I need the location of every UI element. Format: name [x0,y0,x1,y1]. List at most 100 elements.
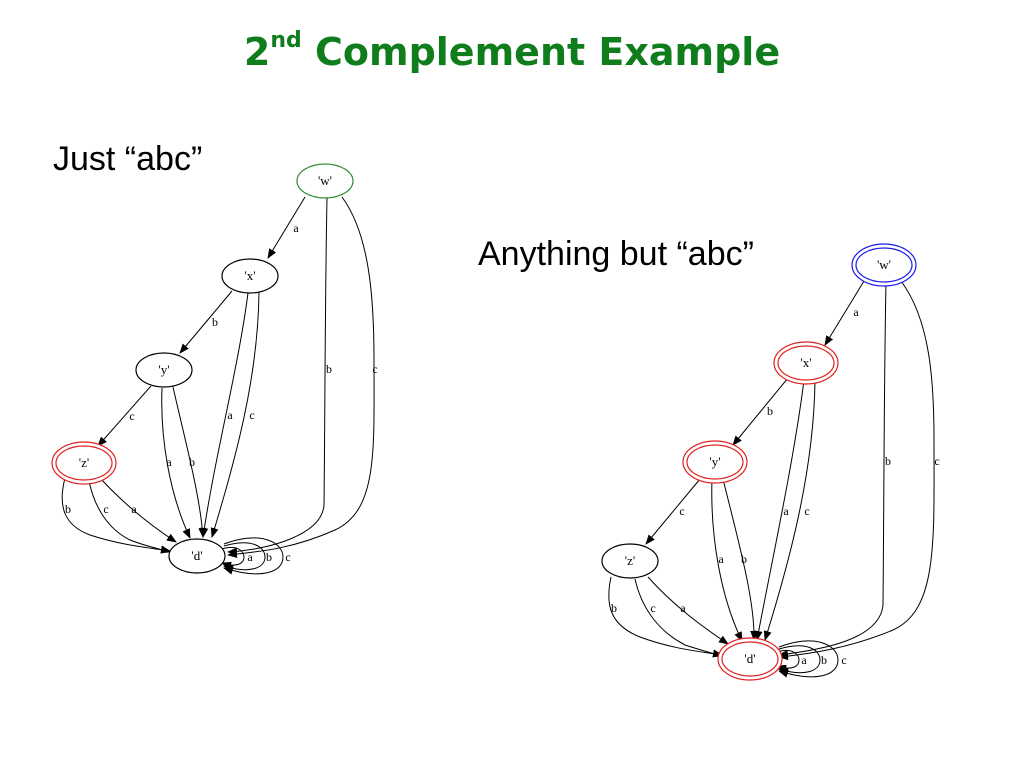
state-outline-y [682,440,748,484]
edge-label-x-d-a: a [227,408,233,422]
edge-label-w-x-a: a [853,305,859,319]
edge-z-to-d-b [608,576,723,658]
edge-x-to-d-c [763,379,816,641]
edge-z-to-d-c [88,480,171,554]
state-label-y: 'y' [158,362,169,377]
edge-label-w-d-b: b [885,454,891,468]
edge-d-to-d-b [223,542,266,573]
edge-label-d-d-a: a [801,653,807,667]
state-inner-ring-y [686,444,744,480]
state-label-z: 'z' [79,455,89,470]
edge-label-x-d-a: a [783,504,789,518]
state-inner-ring-x [777,345,835,381]
edge-label-d-d-b: b [266,550,272,564]
state-outline-w [296,163,354,199]
state-inner-ring-d [721,641,779,677]
edge-z-to-d-a [647,576,729,645]
state-label-d: 'd' [191,548,202,563]
edge-x-to-y-b [732,377,789,446]
edge-label-z-d-a: a [680,601,686,615]
edge-label-y-d-a: a [718,552,724,566]
state-inner-ring-z [55,445,113,481]
state-node-z: 'z' [601,543,659,579]
edge-label-z-d-c: c [650,601,655,615]
title-text: Complement Example [301,30,781,74]
edge-label-w-d-c: c [934,454,939,468]
edge-label-z-d-a: a [131,502,137,516]
edge-w-to-d-b [778,281,887,658]
edge-label-d-d-c: c [285,550,290,564]
edge-label-d-d-a: a [247,550,253,564]
edge-d-to-d-c [778,640,839,678]
edge-label-y-z-c: c [679,504,684,518]
edge-y-to-z-c [645,478,701,545]
edge-w-to-x-a [824,280,865,346]
state-label-x: 'x' [800,355,811,370]
edge-z-to-d-c [634,578,723,658]
right-caption: Anything but “abc” [478,235,754,273]
title-superscript: nd [270,28,302,54]
title-number: 2 [243,30,271,74]
state-outline-x [773,341,839,385]
state-label-d: 'd' [744,651,755,666]
state-outline-w [851,243,917,287]
edge-y-to-d-a [161,387,191,539]
edge-label-y-z-c: c [129,409,134,423]
state-inner-ring-w [855,247,913,283]
edge-label-x-y-b: b [767,404,773,418]
state-outline-y [135,352,193,388]
state-label-x: 'x' [244,268,255,283]
edge-label-x-d-c: c [249,408,254,422]
state-node-w: 'w' [296,163,354,199]
edge-d-to-d-c [223,537,284,575]
edge-label-w-d-c: c [372,362,377,376]
state-node-x: 'x' [221,258,279,294]
edge-label-x-y-b: b [212,315,218,329]
edge-x-to-d-a [754,379,805,641]
edge-x-to-y-b [179,290,233,354]
edge-label-y-d-b: b [189,455,195,469]
edge-label-d-d-c: c [841,653,846,667]
slide-title: 2nd Complement Example [0,28,1024,74]
edge-label-d-d-b: b [821,653,827,667]
edge-x-to-d-c [210,291,260,538]
edge-label-z-d-b: b [65,502,71,516]
state-node-y: 'y' [135,352,193,388]
state-node-y: 'y' [682,440,748,484]
edge-z-to-d-a [100,478,177,543]
state-outline-z [601,543,659,579]
edge-label-w-x-a: a [293,221,299,235]
edge-w-to-d-c [778,280,935,661]
edge-y-to-d-b [722,478,759,641]
state-outline-d [168,538,226,574]
state-outline-x [221,258,279,294]
edge-label-y-d-b: b [741,552,747,566]
left-caption: Just “abc” [53,140,203,178]
state-node-z: 'z' [51,441,117,485]
edge-y-to-z-c [97,385,152,447]
state-label-z: 'z' [625,553,635,568]
state-outline-z [51,441,117,485]
edge-label-z-d-c: c [103,502,108,516]
edge-y-to-d-a [711,478,743,642]
state-node-w: 'w' [851,243,917,287]
state-label-w: 'w' [318,173,332,188]
edge-d-to-d-b [778,645,821,676]
state-node-d: 'd' [168,538,226,574]
edge-w-to-x-a [267,196,306,259]
edge-w-to-d-c [227,196,375,558]
edge-label-x-d-c: c [804,504,809,518]
edge-label-z-d-b: b [611,601,617,615]
state-node-d: 'd' [717,637,783,681]
state-node-x: 'x' [773,341,839,385]
edge-x-to-d-a [200,292,249,538]
edge-w-to-d-b [227,197,328,556]
state-label-w: 'w' [877,257,891,272]
edge-z-to-d-b [61,477,171,554]
edge-y-to-d-b [172,386,207,538]
state-label-y: 'y' [709,454,720,469]
state-outline-d [717,637,783,681]
